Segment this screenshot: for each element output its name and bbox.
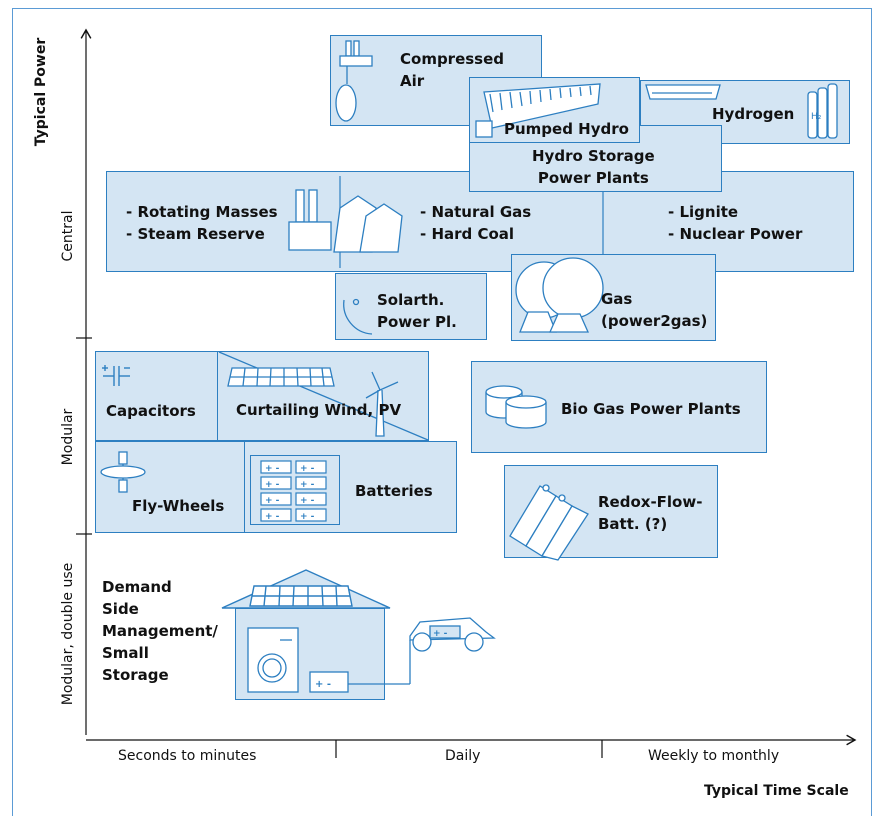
house-body [235,608,385,700]
curtailing-box [217,351,429,441]
fly-wheels-label: Fly-Wheels [132,497,225,515]
x-category-seconds: Seconds to minutes [118,748,257,764]
batteries-label: Batteries [355,482,433,500]
y-category-modular-double-use: Modular, double use [60,562,76,706]
redox-label: Redox-Flow- Batt. (?) [598,493,703,533]
compressed-air-label: Compressed Air [400,50,505,90]
solarth-label: Solarth. Power Pl. [377,291,457,331]
natural-gas-label: - Natural Gas - Hard Coal [420,203,532,243]
lignite-label: - Lignite - Nuclear Power [668,203,803,243]
y-axis-title: Typical Power [33,37,49,147]
pumped-hydro-label: Pumped Hydro [504,120,629,138]
gas-label: Gas (power2gas) [601,290,708,330]
demand-side-label: Demand Side Management/ Small Storage [102,578,218,684]
capacitors-label: Capacitors [106,402,196,420]
x-axis-title: Typical Time Scale [704,783,849,799]
hydrogen-label: Hydrogen [712,105,795,123]
y-category-central: Central [60,210,76,262]
hydro-storage-label: Hydro Storage Power Plants [532,147,655,187]
hydrogen-symbol: H₂ [811,112,822,122]
capacitors-box [95,351,220,441]
x-category-weekly: Weekly to monthly [648,748,780,764]
battery-pack-panel [250,455,340,525]
rotating-masses-label: - Rotating Masses - Steam Reserve [126,203,278,243]
curtailing-label: Curtailing Wind, PV [236,401,402,419]
fly-wheels-box [95,441,247,533]
figure-frame [12,8,872,816]
bio-gas-label: Bio Gas Power Plants [561,400,741,418]
x-category-daily: Daily [445,748,481,764]
y-category-modular: Modular [60,408,76,466]
